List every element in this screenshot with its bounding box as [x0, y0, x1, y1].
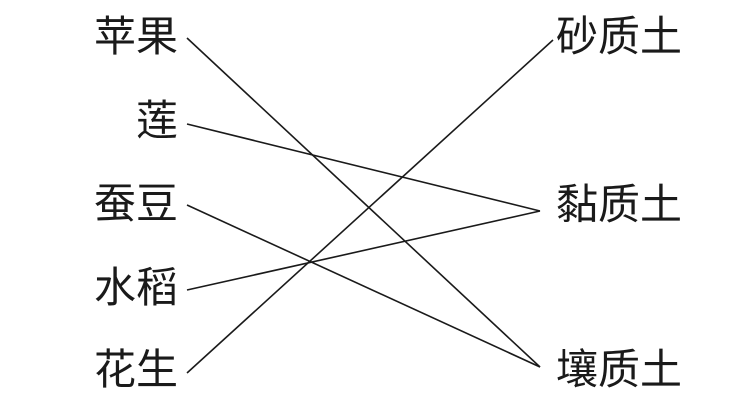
connector-rice-to-clay-soil — [186, 210, 541, 291]
connector-apple-to-loam-soil — [186, 37, 541, 368]
left-item-rice: 水稻 — [94, 263, 178, 312]
right-item-clay-soil: 黏质土 — [556, 180, 682, 229]
left-item-lotus: 莲 — [136, 96, 178, 145]
right-item-sandy-soil: 砂质土 — [556, 12, 682, 61]
left-item-apple: 苹果 — [94, 12, 178, 61]
left-item-peanut: 花生 — [94, 345, 178, 394]
left-column: 苹果 莲 蚕豆 水稻 花生 — [94, 12, 178, 394]
right-item-loam-soil: 壤质土 — [556, 345, 682, 394]
connector-broad-bean-to-loam-soil — [186, 204, 541, 368]
connector-lines — [186, 37, 554, 374]
connector-peanut-to-sandy-soil — [186, 39, 554, 374]
right-column: 砂质土 黏质土 壤质土 — [556, 12, 682, 394]
left-item-broad-bean: 蚕豆 — [94, 179, 178, 228]
connector-lotus-to-clay-soil — [186, 123, 541, 212]
